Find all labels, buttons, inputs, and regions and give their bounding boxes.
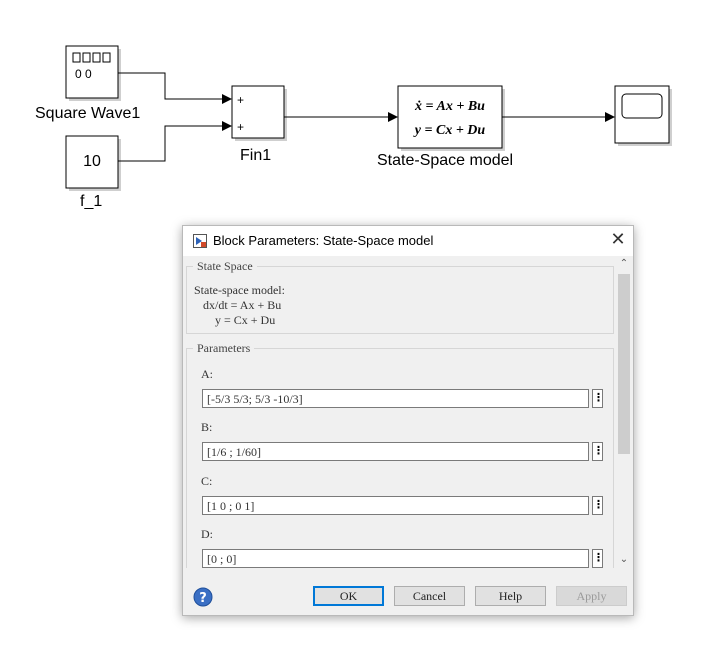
apply-button[interactable]: Apply xyxy=(556,586,627,606)
description-line-3: y = Cx + Du xyxy=(194,313,276,327)
dialog-content: State Space State-space model: dx/dt = A… xyxy=(183,256,615,568)
param-d-label: D: xyxy=(201,527,213,541)
help-button[interactable]: Help xyxy=(475,586,546,606)
param-c-more-button[interactable]: ⋮ xyxy=(592,496,604,515)
param-d-input[interactable]: [0 ; 0] xyxy=(202,549,589,568)
scroll-down-button[interactable]: ⌄ xyxy=(619,554,629,565)
param-a-more-button[interactable]: ⋮ xyxy=(592,389,604,408)
param-b-label: B: xyxy=(201,420,213,434)
state-space-group: State Space State-space model: dx/dt = A… xyxy=(186,259,614,334)
state-space-label: State-Space model xyxy=(377,152,514,169)
parameters-group-title: Parameters xyxy=(193,341,255,356)
block-parameters-dialog: Block Parameters: State-Space model ✕ St… xyxy=(182,225,634,616)
scope-screen-icon xyxy=(621,93,663,119)
block-parameters-icon xyxy=(193,234,207,248)
scroll-thumb[interactable] xyxy=(618,274,630,454)
param-c-label: C: xyxy=(201,474,213,488)
square-wave-block[interactable]: 0 0 xyxy=(65,45,119,99)
help-icon-glyph: ? xyxy=(199,591,207,606)
state-eq-1: ẋ = Ax + Bu xyxy=(414,99,485,114)
scope-block[interactable] xyxy=(614,85,670,144)
state-eq-2: y = Cx + Du xyxy=(413,123,486,138)
state-space-group-title: State Space xyxy=(193,259,257,274)
sum-sign-2: + xyxy=(237,120,244,134)
parameters-group: Parameters A: [-5/3 5/3; 5/3 -10/3] ⋮ B:… xyxy=(186,341,614,568)
constant-block[interactable]: 10 xyxy=(65,135,119,189)
close-button[interactable]: ✕ xyxy=(610,229,626,250)
vertical-scrollbar[interactable]: ⌃ ⌄ xyxy=(616,256,632,568)
signal-lines xyxy=(118,72,615,162)
help-icon[interactable]: ? xyxy=(193,587,213,607)
param-c-input[interactable]: [1 0 ; 0 1] xyxy=(202,496,589,515)
dialog-title: Block Parameters: State-Space model xyxy=(213,233,434,248)
square-wave-readout: 0 0 xyxy=(75,67,92,81)
scroll-up-button[interactable]: ⌃ xyxy=(619,258,629,269)
simulink-diagram: 0 0 10 + + ẋ = Ax + Bu y = Cx + Du xyxy=(65,45,672,191)
sum-label: Fin1 xyxy=(240,147,272,164)
square-wave-label: Square Wave1 xyxy=(35,105,141,122)
param-d-more-button[interactable]: ⋮ xyxy=(592,549,604,568)
state-space-block[interactable]: ẋ = Ax + Bu y = Cx + Du xyxy=(397,85,503,149)
sum-block[interactable]: + + xyxy=(231,85,285,139)
constant-label: f_1 xyxy=(80,193,103,210)
description-line-2: dx/dt = Ax + Bu xyxy=(194,298,282,312)
dialog-titlebar[interactable]: Block Parameters: State-Space model ✕ xyxy=(183,226,633,256)
description-line-1: State-space model: xyxy=(194,283,285,297)
ok-button[interactable]: OK xyxy=(313,586,384,606)
param-a-input[interactable]: [-5/3 5/3; 5/3 -10/3] xyxy=(202,389,589,408)
param-b-more-button[interactable]: ⋮ xyxy=(592,442,604,461)
cancel-button[interactable]: Cancel xyxy=(394,586,465,606)
param-b-input[interactable]: [1/6 ; 1/60] xyxy=(202,442,589,461)
sum-sign-1: + xyxy=(237,93,244,107)
param-a-label: A: xyxy=(201,367,213,381)
constant-value: 10 xyxy=(83,153,101,170)
